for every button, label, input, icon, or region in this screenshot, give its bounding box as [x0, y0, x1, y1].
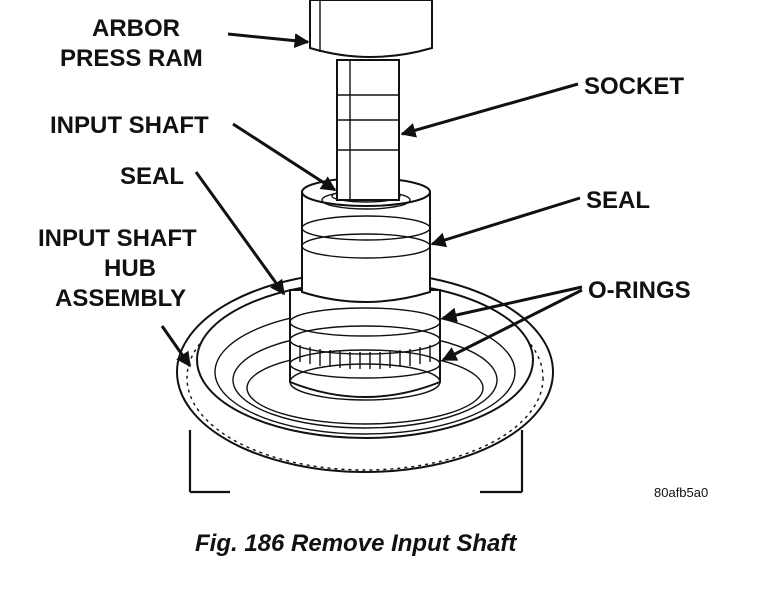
label-seal-right: SEAL [586, 187, 650, 214]
arrow-arbor-press-ram [227, 32, 310, 49]
arrow-seal-left [194, 171, 286, 296]
arbor-press-ram-drawing [309, 0, 433, 58]
input-shaft-hub-drawing [289, 177, 441, 401]
label-hub-line3: ASSEMBLY [55, 285, 186, 312]
arrow-o-ring-upper [441, 285, 583, 323]
label-hub-line2: HUB [104, 255, 156, 282]
label-input-shaft: INPUT SHAFT [50, 112, 209, 139]
label-seal-left: SEAL [120, 163, 184, 190]
label-hub-line1: INPUT SHAFT [38, 225, 197, 252]
figure-code: 80afb5a0 [654, 485, 708, 500]
callout-arrows [160, 32, 583, 368]
label-arbor-line2: PRESS RAM [60, 45, 203, 72]
arrow-socket [400, 82, 579, 138]
socket-drawing [336, 59, 400, 201]
label-o-rings: O-RINGS [588, 277, 691, 304]
arrow-input-shaft [232, 122, 337, 192]
label-arbor-line1: ARBOR [92, 15, 180, 42]
figure-caption: Fig. 186 Remove Input Shaft [195, 530, 517, 557]
arrow-hub-assembly [160, 325, 192, 368]
arrow-seal-right [430, 196, 581, 248]
label-socket: SOCKET [584, 73, 684, 100]
arrow-o-ring-lower [441, 288, 583, 362]
